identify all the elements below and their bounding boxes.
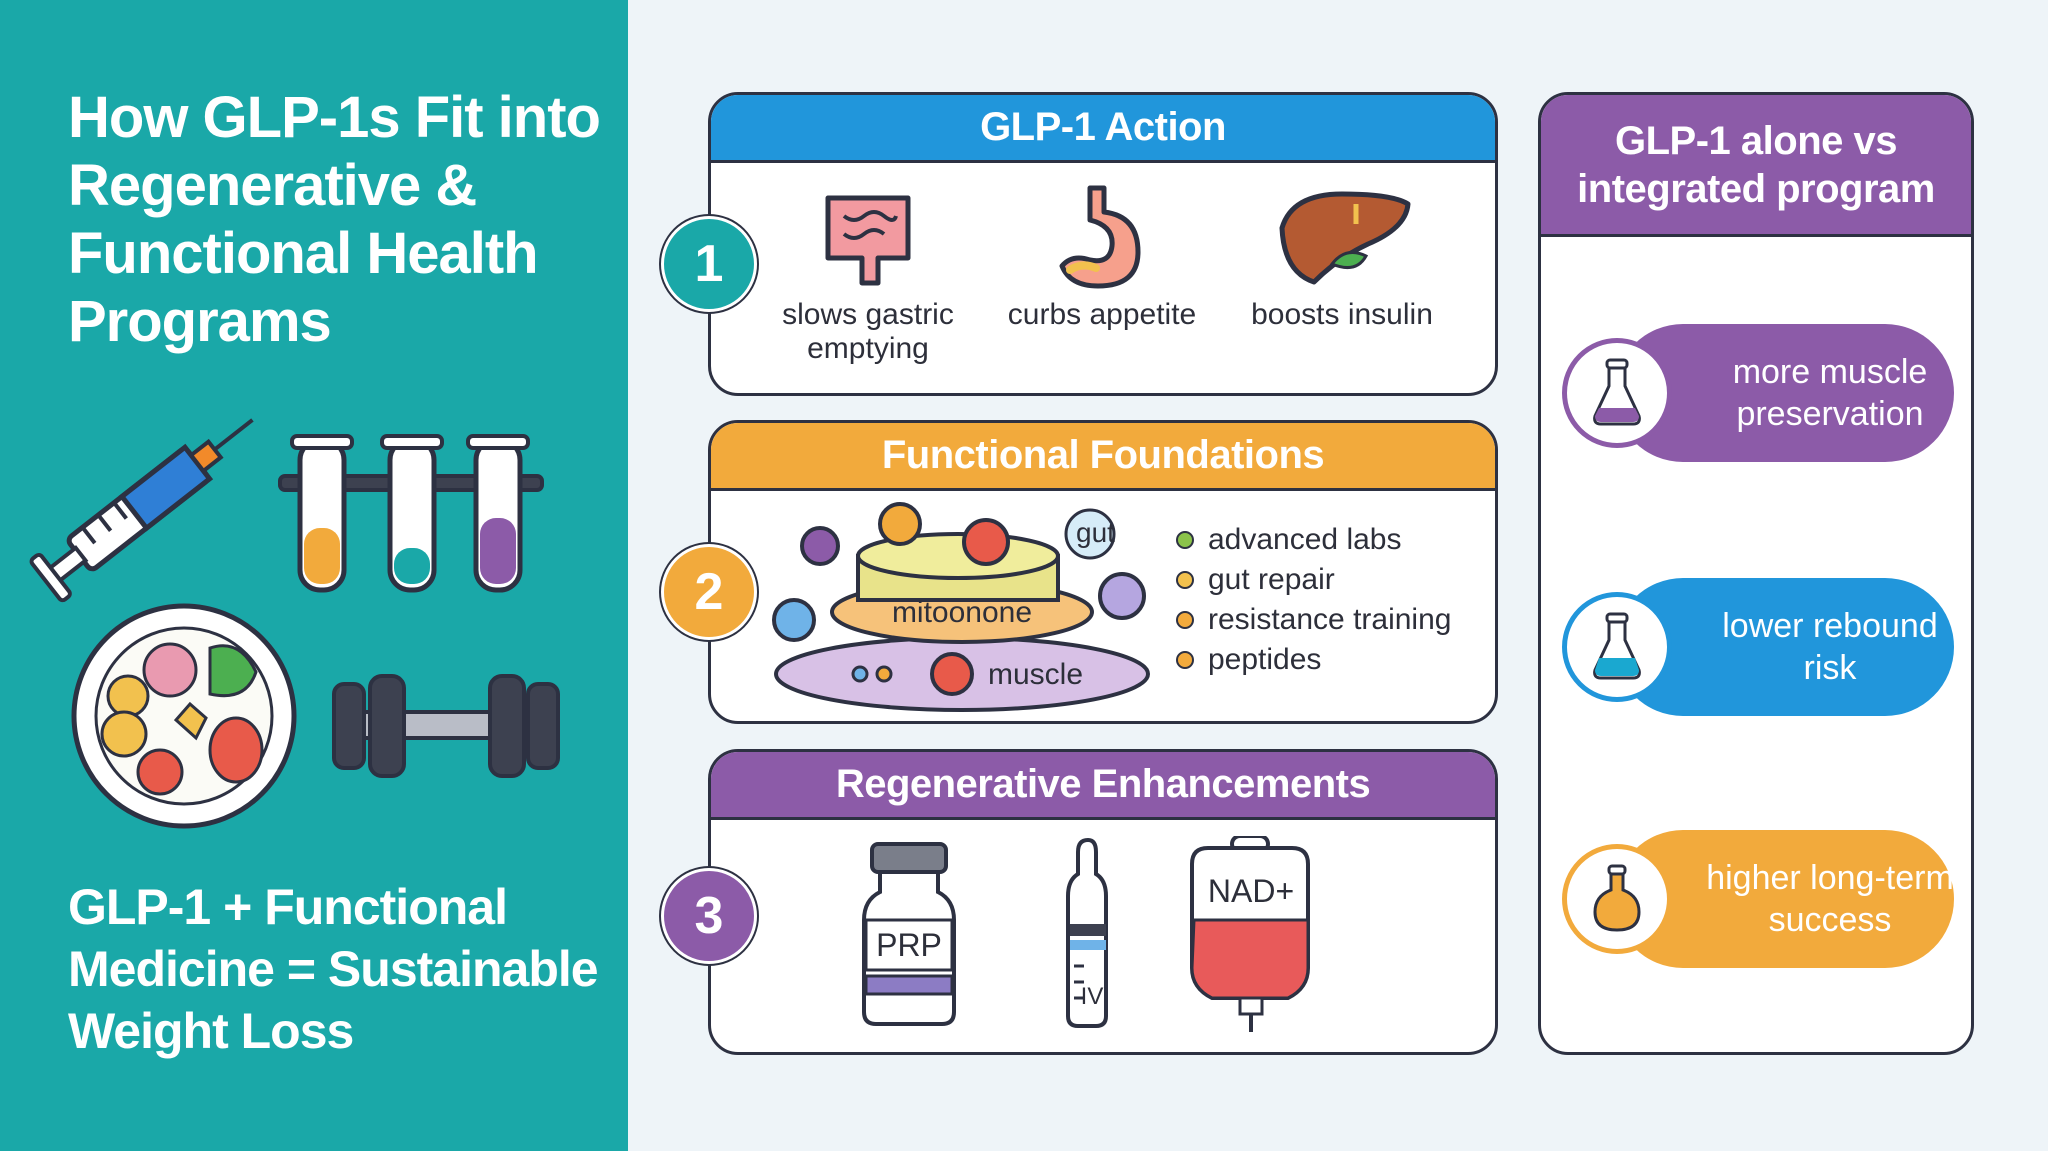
gut-bubble — [1064, 508, 1116, 560]
bullet-label: peptides — [1208, 643, 1322, 676]
gut-label: gut — [1076, 517, 1115, 548]
action-label: boosts insulin — [1251, 298, 1433, 331]
bullet-dot — [1176, 571, 1194, 589]
syringe-icon — [29, 418, 254, 603]
card-heading: Regenerative Enhancements — [711, 752, 1495, 820]
intestine-icon — [825, 195, 911, 286]
bullet-label: resistance training — [1208, 603, 1452, 636]
apple-icon — [930, 652, 974, 696]
node-red — [962, 518, 1010, 566]
functional-diagram: gut mitoonone muscle — [772, 502, 1150, 712]
iv-ampoule-icon: IV — [1066, 837, 1108, 1028]
molecule-icon — [875, 665, 893, 683]
card-heading: GLP-1 Action — [711, 95, 1495, 163]
page-title: How GLP-1s Fit into Regenerative & Funct… — [68, 85, 601, 354]
action-item-appetite: curbs appetite — [992, 178, 1212, 332]
step-number-3: 3 — [661, 868, 757, 964]
bullet-label: gut repair — [1208, 563, 1335, 596]
ampoule-label: IV — [1081, 983, 1104, 1010]
molecule-icon — [851, 665, 869, 683]
node-blue — [772, 598, 816, 642]
bullet-label: advanced labs — [1208, 523, 1402, 556]
foundation-bullets: advanced labs gut repair resistance trai… — [1176, 520, 1451, 680]
node-orange — [878, 502, 922, 546]
prp-vial-icon: PRP — [862, 842, 956, 1026]
flask-icon — [1562, 338, 1672, 448]
star-node — [1098, 572, 1146, 620]
step-number-2: 2 — [661, 544, 757, 640]
flask-icon — [1562, 844, 1672, 954]
bullet-item: gut repair — [1176, 560, 1451, 600]
dumbbell-icon — [332, 674, 560, 778]
food-plate-icon — [71, 603, 297, 829]
bullet-item: peptides — [1176, 640, 1451, 680]
muscle-label: muscle — [988, 658, 1083, 691]
stomach-icon — [1059, 185, 1141, 289]
bag-label: NAD+ — [1208, 873, 1294, 909]
gear-icon — [800, 526, 840, 566]
card-heading: GLP-1 alone vs integrated program — [1541, 95, 1971, 237]
health-illustration — [29, 418, 560, 829]
bullet-dot — [1176, 611, 1194, 629]
bullet-item: resistance training — [1176, 600, 1451, 640]
action-item-gastric: slows gastric emptying — [768, 178, 968, 366]
vial-label: PRP — [876, 927, 942, 963]
bullet-dot — [1176, 531, 1194, 549]
liver-icon — [1279, 191, 1411, 285]
card-heading: Functional Foundations — [711, 423, 1495, 491]
bullet-dot — [1176, 651, 1194, 669]
action-item-insulin: boosts insulin — [1232, 178, 1452, 332]
mito-label: mitoonone — [892, 596, 1032, 629]
flask-icon — [1562, 592, 1672, 702]
tagline: GLP-1 + Functional Medicine = Sustainabl… — [68, 879, 599, 1059]
action-label: curbs appetite — [1007, 298, 1197, 331]
step-number-1: 1 — [661, 216, 757, 312]
action-label: slows gastric emptying — [782, 298, 954, 365]
nad-bag-icon: NAD+ — [1190, 836, 1310, 1032]
regenerative-items: PRP IV NAD+ — [862, 836, 1310, 1032]
test-tubes-icon — [278, 434, 544, 593]
bullet-item: advanced labs — [1176, 520, 1451, 560]
